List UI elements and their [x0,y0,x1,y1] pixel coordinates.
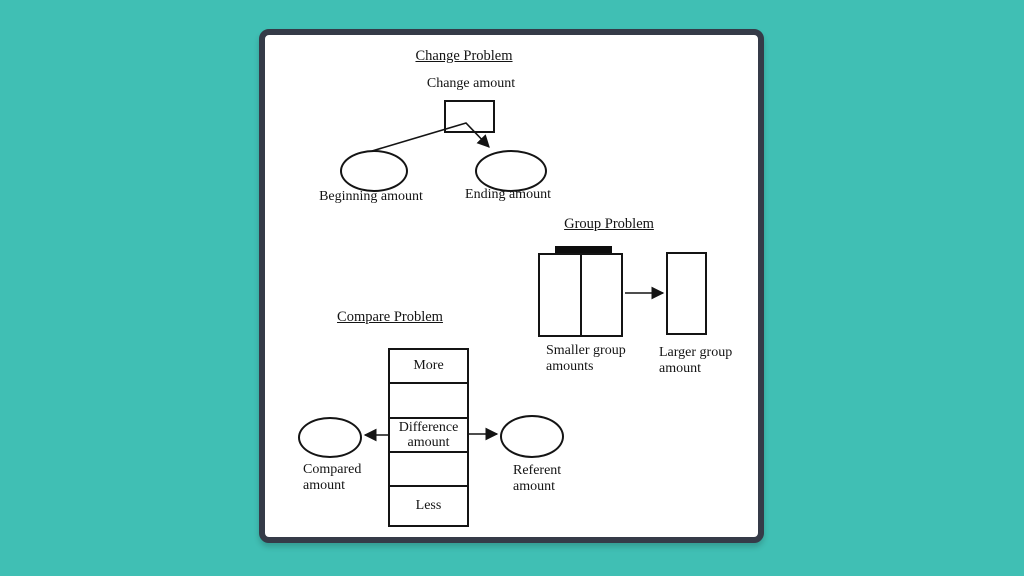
larger-group-box [666,252,707,335]
group-problem-title: Group Problem [564,216,654,232]
less-cell: Less [415,498,442,514]
combine-bracket-bar [555,246,612,253]
difference-cell: Difference amount [390,419,467,453]
change-amount-box [444,100,495,133]
compare-scale-stack: More Difference amount Less [388,348,469,527]
change-amount-label: Change amount [426,76,516,91]
compared-amount-ellipse [298,417,362,458]
referent-amount-ellipse [500,415,564,458]
figure-canvas: Change Problem Change amount Beginning a… [265,35,758,537]
more-cell: More [390,350,467,384]
ending-amount-ellipse [475,150,547,192]
figure-card: Change Problem Change amount Beginning a… [259,29,764,543]
compare-problem-title: Compare Problem [337,309,443,325]
smaller-groups-box [538,253,623,337]
referent-amount-label: Referent amount [513,463,562,494]
smaller-group-label: Smaller group amounts [546,343,626,374]
beginning-amount-label: Beginning amount [319,189,423,204]
larger-group-label: Larger group amount [659,345,733,376]
empty-cell-lower [390,453,467,487]
smaller-groups-divider [580,255,582,335]
empty-cell-upper [390,384,467,419]
compared-amount-label: Compared amount [303,462,362,493]
change-problem-title: Change Problem [415,48,513,64]
ending-amount-label: Ending amount [465,187,551,202]
beginning-amount-ellipse [340,150,408,192]
